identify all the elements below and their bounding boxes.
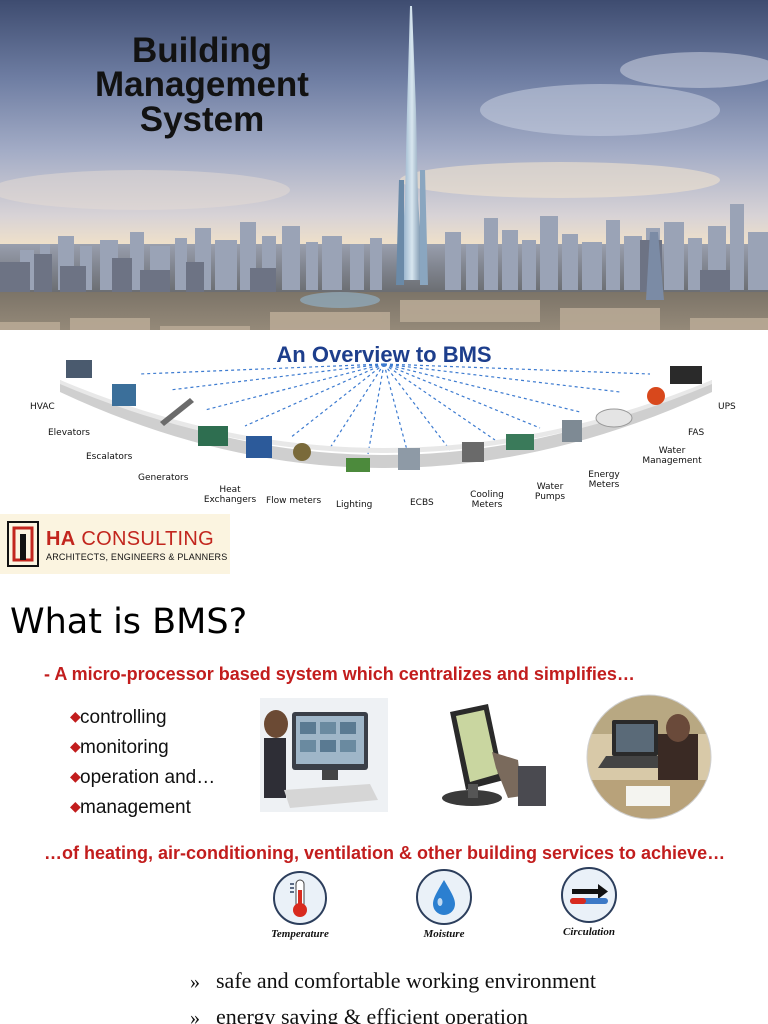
hero-title: Building Management System [52, 31, 352, 139]
logo-company-name: HA CONSULTING [46, 528, 214, 551]
outcome-item: » safe and comfortable working environmen… [190, 968, 596, 994]
device-label-lighting: Lighting [336, 500, 373, 510]
device-label-water-management: Water Management [642, 446, 702, 467]
operator-at-laptop-photo [586, 694, 712, 820]
hero-title-line-3: System [139, 99, 265, 139]
cooling-meter-device-icon [462, 442, 484, 462]
water-pump-device-icon [506, 434, 534, 450]
device-label-fas: FAS [688, 428, 705, 438]
ups-device-icon [670, 366, 702, 384]
device-label-water-pumps: Water Pumps [534, 482, 566, 503]
bullet-diamond-icon: ◆ [70, 798, 81, 814]
bullet-diamond-icon: ◆ [70, 738, 81, 754]
services-statement: …of heating, air-conditioning, ventilati… [44, 843, 726, 863]
device-label-energy-meters: Energy Meters [588, 470, 620, 491]
ecbs-device-icon [398, 448, 420, 470]
bullet-diamond-icon: ◆ [70, 708, 81, 724]
operator-at-monitor-photo [260, 698, 388, 812]
device-label-flow-meters: Flow meters [266, 496, 322, 506]
logo-tagline: ARCHITECTS, ENGINEERS & PLANNERS [46, 552, 228, 562]
page-heading: What is BMS? [10, 602, 248, 642]
lead-statement: - A micro-processor based system which c… [44, 664, 635, 684]
logo-name-initials: HA [46, 528, 76, 550]
device-label-escalators: Escalators [86, 452, 133, 462]
icon-caption-temperature: Temperature [271, 928, 329, 940]
overview-title: An Overview to BMS [276, 342, 492, 367]
generator-device-icon [198, 426, 228, 446]
device-label-cooling-meters: Cooling Meters [470, 490, 504, 511]
overview-arc-graphic [0, 330, 768, 520]
bullet-text: monitoring [80, 737, 169, 758]
ha-logo-mark-icon [7, 521, 39, 567]
fire-alarm-device-icon [647, 387, 665, 405]
escalator-device-icon [160, 398, 194, 426]
outcome-text: energy saving & efficient operation [216, 1004, 528, 1024]
bullet-item: ◆monitoring [70, 732, 215, 762]
outcome-text: safe and comfortable working environment [216, 968, 596, 993]
hero-title-line-2: Management [95, 65, 309, 105]
function-bullet-list: ◆controlling ◆monitoring ◆operation and…… [70, 702, 215, 822]
flow-meter-device-icon [293, 443, 311, 461]
icon-caption-moisture: Moisture [423, 928, 465, 940]
hero-title-line-1: Building [132, 31, 272, 70]
logo-name-word: CONSULTING [75, 528, 214, 550]
bullet-item: ◆operation and… [70, 762, 215, 792]
city-skyline-illustration [0, 6, 768, 360]
thermometer-icon [273, 871, 327, 925]
bullet-item: ◆controlling [70, 702, 215, 732]
bullet-item: ◆management [70, 792, 215, 822]
water-drop-icon [416, 869, 472, 925]
ha-consulting-logo: HA CONSULTING ARCHITECTS, ENGINEERS & PL… [0, 514, 230, 574]
energy-meter-device-icon [562, 420, 582, 442]
projector-device-icon [66, 360, 92, 378]
elevator-device-icon [112, 384, 136, 406]
bullet-text: management [80, 797, 191, 818]
touchscreen-panel-photo [442, 704, 546, 806]
bullet-text: operation and… [80, 767, 216, 788]
bullet-text: controlling [80, 707, 167, 728]
device-label-ups: UPS [718, 402, 736, 412]
water-tank-device-icon [595, 408, 633, 428]
double-chevron-icon: » [190, 971, 200, 993]
device-label-ecbs: ECBS [410, 498, 434, 508]
outcome-item: » energy saving & efficient operation [190, 1004, 528, 1024]
bullet-diamond-icon: ◆ [70, 768, 81, 784]
device-label-elevators: Elevators [48, 428, 90, 438]
icon-caption-circulation: Circulation [563, 926, 615, 938]
lighting-device-icon [346, 458, 370, 472]
heat-exchanger-device-icon [246, 436, 272, 458]
device-label-heat-exchangers: Heat Exchangers [203, 485, 257, 506]
bms-overview-diagram: An Overview to BMS HVAC Elevators Escala… [0, 330, 768, 520]
hero-skyline-banner: Building Management System [0, 0, 768, 360]
device-label-hvac: HVAC [30, 402, 55, 412]
circulation-arrow-icon [561, 867, 617, 923]
device-label-generators: Generators [138, 473, 189, 483]
double-chevron-icon: » [190, 1007, 200, 1024]
